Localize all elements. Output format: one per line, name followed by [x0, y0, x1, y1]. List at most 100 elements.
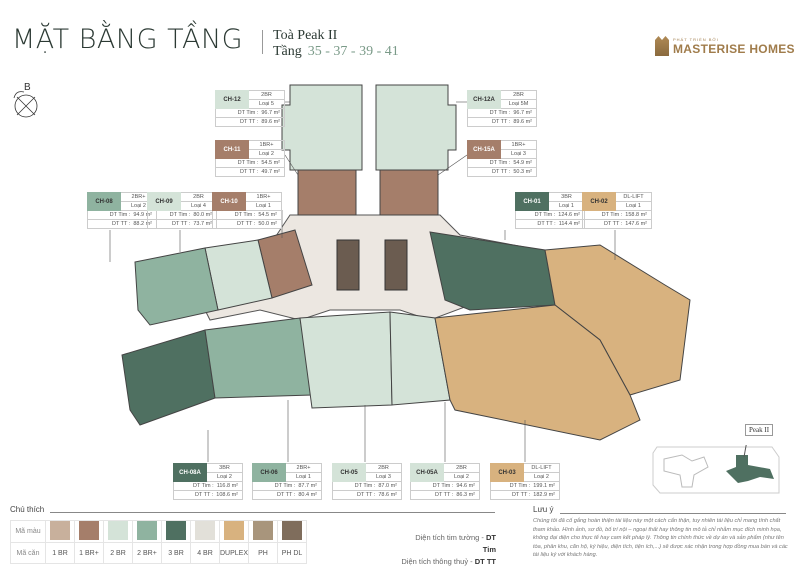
unit-variant: Loại 4	[181, 201, 216, 210]
unit-ch-12a[interactable]	[375, 84, 457, 171]
dt-tt-row: DT TT :114.4 m²	[515, 220, 585, 229]
unit-ch-03[interactable]	[434, 304, 641, 441]
dt-tt-row: DT TT :50.3 m²	[467, 168, 537, 177]
note-title: Lưu ý	[533, 505, 554, 514]
unit-ch-05[interactable]	[299, 311, 393, 409]
unit-type: 2BR+	[296, 465, 311, 471]
dt-tt-label: DT TT :	[357, 492, 376, 498]
dt-tt-value: 50.3 m²	[513, 169, 532, 175]
unit-variant: Loại 5	[249, 99, 284, 108]
unit-id: CH-01	[515, 192, 549, 211]
legend-swatch-color	[166, 521, 186, 540]
dt-tt-row: DT TT :108.6 m²	[173, 491, 243, 500]
dt-tim-row: DT Tim :54.9 m²	[467, 159, 537, 168]
unit-variant: Loại 1	[549, 201, 584, 210]
unit-id: CH-03	[490, 463, 524, 482]
dt-tim-label: DT Tim :	[109, 212, 131, 218]
floors-label: Tầng	[273, 44, 302, 59]
unit-type: 1BR+	[259, 142, 274, 148]
dt-tim-label: DT Tim :	[234, 212, 256, 218]
dt-tt-row: DT TT :88.2 m²	[87, 220, 157, 229]
legend-divider	[50, 512, 495, 513]
legend-type-label: 1 BR+	[74, 542, 104, 564]
unit-id: CH-15A	[467, 140, 501, 159]
dt-tim-label: DT Tim :	[237, 110, 259, 116]
unit-ch-06[interactable]	[204, 317, 313, 399]
unit-ch-08[interactable]	[134, 247, 219, 326]
legend-swatch-color	[137, 521, 157, 540]
legend-title: Chú thích	[10, 505, 45, 514]
dt-tt-label: DT TT :	[492, 119, 511, 125]
unit-variant: Loại 1	[286, 472, 321, 481]
legend-type-label: DUPLEX	[218, 542, 250, 564]
legend-row-type-label: Mã căn	[10, 542, 46, 564]
unit-variant: Loại 3	[501, 149, 536, 158]
unit-type: 2BR+	[131, 194, 146, 200]
dt-tt-value: 89.6 m²	[261, 119, 280, 125]
unit-callout-ch-11[interactable]: CH-11 1BR+Loại 2 DT Tim :54.5 m² DT TT :…	[215, 140, 285, 177]
dt-tim-value: 80.0 m²	[193, 212, 212, 218]
floor-numbers: 35 - 37 - 39 - 41	[307, 44, 399, 59]
unit-id: CH-08A	[173, 463, 207, 482]
dt-tt-label: DT TT :	[172, 221, 191, 227]
unit-type: 3BR	[219, 465, 230, 471]
dt-tt-value: 88.2 m²	[133, 221, 152, 227]
unit-callout-ch-10[interactable]: CH-10 1BR+Loại 1 DT Tim :54.5 m² DT TT :…	[212, 192, 282, 229]
logo-brand: MASTERISE HOMES	[673, 41, 795, 56]
unit-ch-15a[interactable]	[379, 169, 439, 216]
dt-tt-value: 73.7 m²	[193, 221, 212, 227]
logo-mark-icon	[655, 36, 669, 56]
unit-ch-01[interactable]	[429, 231, 556, 311]
dt-tim-label: DT Tim :	[509, 483, 531, 489]
unit-id: CH-12	[215, 90, 249, 109]
logo-tagline: PHÁT TRIỂN BỞI	[673, 36, 719, 42]
building-name: Toà Peak II	[273, 28, 338, 43]
unit-callout-ch-15a[interactable]: CH-15A 1BR+Loại 3 DT Tim :54.9 m² DT TT …	[467, 140, 537, 177]
dt-tt-value: 114.4 m²	[558, 221, 580, 227]
compass: B	[8, 82, 48, 127]
unit-ch-11[interactable]	[297, 169, 357, 216]
unit-ch-12[interactable]	[281, 84, 363, 171]
dt-tim-value: 54.5 m²	[261, 160, 280, 166]
unit-ch-08a[interactable]	[121, 329, 216, 426]
unit-type: 3BR	[561, 194, 572, 200]
dt-tt-value: 50.0 m²	[258, 221, 277, 227]
page-title: MẶT BẰNG TẦNG	[12, 24, 244, 55]
unit-variant: Loại 2	[121, 201, 156, 210]
dt-tim-row: DT Tim :54.5 m²	[212, 211, 282, 220]
unit-callout-ch-08[interactable]: CH-08 2BR+Loại 2 DT Tim :94.9 m² DT TT :…	[87, 192, 157, 229]
dt-tt-label: DT TT :	[277, 492, 296, 498]
unit-type: 2BR	[261, 92, 272, 98]
unit-callout-ch-06[interactable]: CH-06 2BR+Loại 1 DT Tim :87.7 m² DT TT :…	[252, 463, 322, 500]
dt-tim-row: DT Tim :96.7 m²	[467, 109, 537, 118]
note-text: Chúng tôi đã cố gắng hoàn thiện tài liệu…	[533, 518, 788, 559]
dt-tt-label: DT TT :	[240, 169, 259, 175]
dt-tim-row: DT Tim :87.7 m²	[252, 482, 322, 491]
dt-tim-value: 94.9 m²	[133, 212, 152, 218]
dt-tim-value: 124.6 m²	[558, 212, 580, 218]
legend-swatch	[103, 520, 133, 543]
dt-tt-value: 182.9 m²	[533, 492, 555, 498]
dt-tt-row: DT TT :182.9 m²	[490, 491, 560, 500]
dt-tim-row: DT Tim :80.0 m²	[147, 211, 217, 220]
keyplan-peak-i	[663, 454, 709, 488]
legend-type-label: 3 BR	[161, 542, 191, 564]
unit-type: 1BR+	[256, 194, 271, 200]
dt-tt-label: DT TT :	[237, 221, 256, 227]
keyplan-leader	[743, 445, 747, 458]
compass-icon	[13, 91, 38, 118]
unit-type: 1BR+	[511, 142, 526, 148]
dt-tt-label: DT TT :	[112, 221, 131, 227]
legend-type-label: PH DL	[277, 542, 308, 564]
legend-swatch-color	[253, 521, 274, 540]
